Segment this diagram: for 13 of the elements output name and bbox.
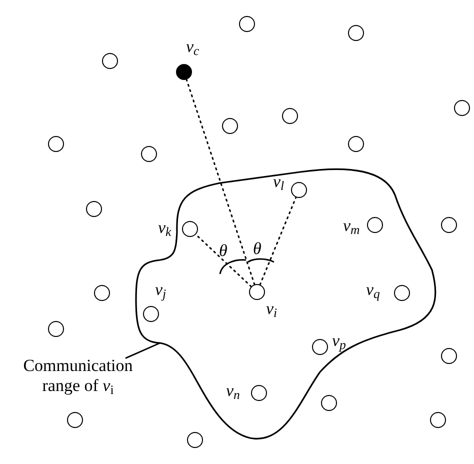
angle-label: θ <box>219 242 228 259</box>
dotted-line <box>259 196 297 286</box>
node-label: v$_{k}$ <box>158 219 172 236</box>
node-label: v$_{n}$ <box>226 382 240 399</box>
node-label: v$_{l}$ <box>273 173 284 190</box>
leader-line <box>125 342 161 359</box>
node-label: v$_{c}$ <box>186 38 200 55</box>
node-label: v$_{i}$ <box>266 300 278 317</box>
angle-label: θ <box>253 240 262 257</box>
range-caption: Communication range of v$_{i}$ <box>8 356 148 396</box>
dotted-line <box>186 78 256 286</box>
dotted-line <box>195 234 252 288</box>
node-label: v$_{m}$ <box>343 217 360 234</box>
